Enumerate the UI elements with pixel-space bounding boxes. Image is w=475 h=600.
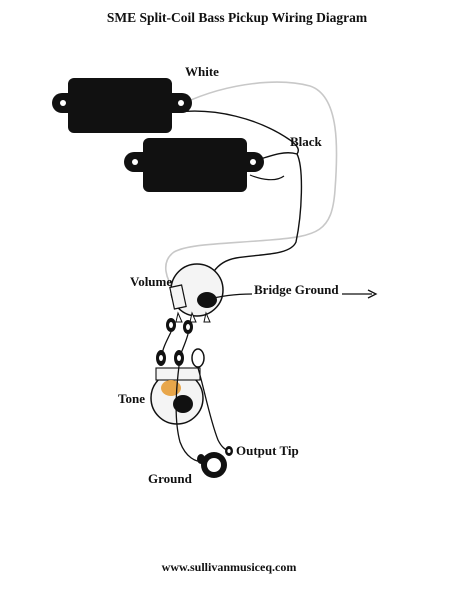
black-wire-lower-pickup bbox=[203, 152, 303, 297]
tone-to-jack-ground-wire bbox=[175, 365, 205, 463]
bridge-ground-arrow bbox=[367, 289, 378, 299]
black-wire-upper-pickup bbox=[177, 110, 299, 155]
tone-lugs bbox=[156, 348, 205, 368]
lower-pickup bbox=[124, 138, 264, 192]
upper-pickup bbox=[52, 78, 192, 133]
capacitor bbox=[161, 380, 181, 396]
output-jack bbox=[197, 446, 233, 478]
diagram-title: SME Split-Coil Bass Pickup Wiring Diagra… bbox=[107, 10, 368, 25]
label-black: Black bbox=[290, 134, 323, 149]
tone-to-jack-tip-wire bbox=[197, 367, 229, 451]
bridge-ground-wire bbox=[205, 293, 253, 301]
footer-url: www.sullivanmusiceq.com bbox=[162, 560, 297, 574]
white-wire bbox=[165, 81, 338, 293]
label-ground: Ground bbox=[148, 471, 193, 486]
label-tone: Tone bbox=[118, 391, 145, 406]
volume-lugs bbox=[166, 318, 193, 334]
volume-pot bbox=[169, 263, 224, 323]
label-volume: Volume bbox=[130, 274, 172, 289]
label-output-tip: Output Tip bbox=[236, 443, 299, 458]
black-wire-lower-pickup-2 bbox=[249, 174, 285, 181]
label-white: White bbox=[185, 64, 219, 79]
label-bridge-ground: Bridge Ground bbox=[254, 282, 339, 297]
